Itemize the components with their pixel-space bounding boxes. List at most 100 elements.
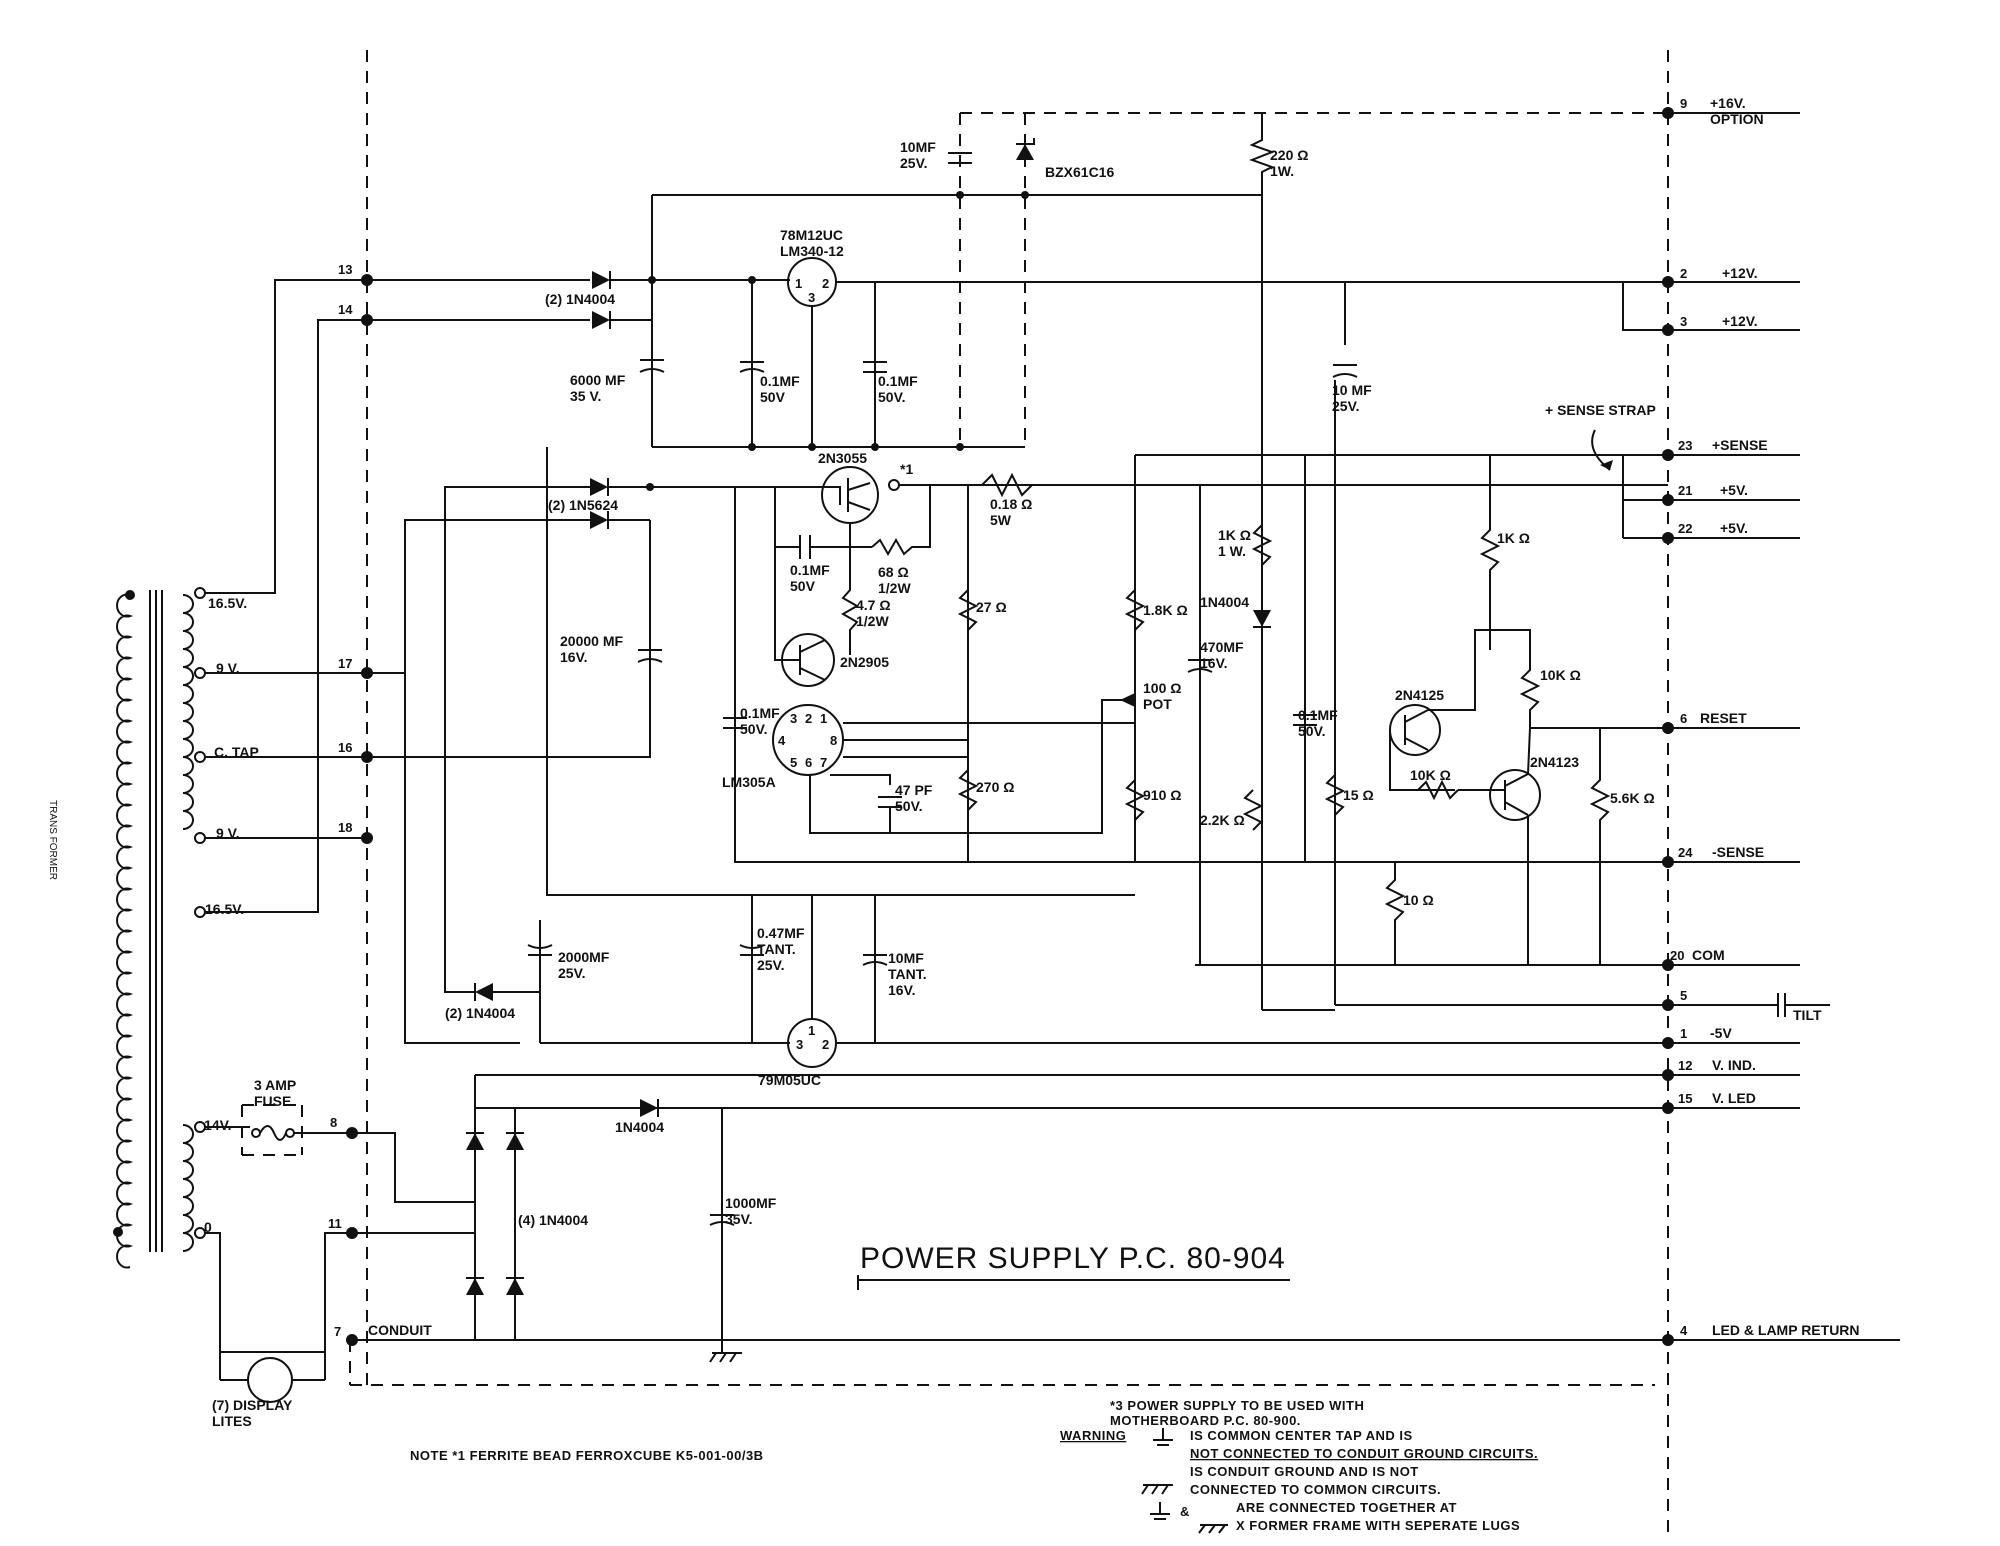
lm305-pin4: 4 [778, 733, 786, 748]
out-pin-12: 12 [1678, 1058, 1692, 1073]
out-label-15: V. LED [1712, 1090, 1756, 1106]
transformer: 16.5V. 9 V. C. TAP 9 V. 16.5V. 14V. 0 TR… [47, 587, 259, 1269]
out-pin-4: 4 [1680, 1323, 1688, 1338]
out-pin-9: 9 [1680, 96, 1687, 111]
warning-line-5: ARE CONNECTED TOGETHER AT [1236, 1500, 1457, 1515]
out-label-22: +5V. [1720, 520, 1748, 536]
label-2n4123: 2N4123 [1530, 754, 1579, 770]
fuse: 3 AMP FUSE [251, 1077, 367, 1141]
label-10kr-b: 10K Ω [1410, 767, 1451, 783]
conduit-label: CONDUIT [368, 1322, 432, 1338]
pin-18: 18 [338, 820, 352, 835]
lm305-pin3: 3 [790, 711, 797, 726]
reg5-pin1: 1 [808, 1023, 815, 1038]
out-pin-23: 23 [1678, 438, 1692, 453]
warning-line-6: X FORMER FRAME WITH SEPERATE LUGS [1236, 1518, 1520, 1533]
tap-label-5: 16.5V. [205, 901, 244, 917]
warning-line-1: IS COMMON CENTER TAP AND IS [1190, 1428, 1413, 1443]
common-ground-icon [1153, 1428, 1173, 1446]
out-label-24: -SENSE [1712, 844, 1764, 860]
q-2n4123 [1489, 769, 1541, 821]
out-label-4: LED & LAMP RETURN [1712, 1322, 1860, 1338]
label-2n3055: 2N3055 [818, 450, 867, 466]
conduit-ground-icon [709, 1340, 742, 1363]
out-pin-2: 2 [1680, 266, 1687, 281]
label-sense-strap: + SENSE STRAP [1545, 402, 1656, 418]
label-1n4004-single: 1N4004 [1200, 594, 1249, 610]
left-connector: 13 14 17 16 18 8 11 7 CONDUIT [328, 262, 432, 1346]
board-outline [241, 50, 1669, 1540]
label-2.2kr: 2.2K Ω [1200, 812, 1245, 828]
fuse-label: 3 AMP FUSE [254, 1077, 300, 1109]
out-pin-24: 24 [1678, 845, 1693, 860]
label-2x1n4004: (2) 1N4004 [545, 291, 615, 307]
out-pin-21: 21 [1678, 483, 1692, 498]
q-2n3055 [821, 466, 879, 524]
out-label-3: +12V. [1722, 313, 1758, 329]
label-4x1n4004: (4) 1N4004 [518, 1212, 588, 1228]
reg12-pin3: 3 [808, 290, 815, 305]
transformer-primary-coil [116, 593, 134, 1269]
pin-14: 14 [338, 302, 353, 317]
label-910r: 910 Ω [1143, 787, 1181, 803]
out-label-1: -5V [1710, 1025, 1732, 1041]
conduit-ground-note-icon [1141, 1484, 1173, 1495]
out-pin-5: 5 [1680, 988, 1687, 1003]
tap-label-14v: 14V. [204, 1117, 232, 1133]
pin-16: 16 [338, 740, 352, 755]
label-2n2905: 2N2905 [840, 654, 889, 670]
lm305-pin5: 5 [790, 755, 797, 770]
lm305-pin6: 6 [805, 755, 812, 770]
reg12-pin2: 2 [822, 276, 829, 291]
out-label-2: +12V. [1722, 265, 1758, 281]
label-1kr: 1K Ω [1497, 530, 1530, 546]
out-pin-6: 6 [1680, 711, 1687, 726]
reg12-pin1: 1 [795, 276, 802, 291]
lm305-pin8: 8 [830, 733, 837, 748]
output-connector: 9 +16V.OPTION 2 +12V. 3 +12V. 23 +SENSE … [1662, 95, 1900, 1346]
label-2n4125: 2N4125 [1395, 687, 1444, 703]
label-10kr-a: 10K Ω [1540, 667, 1581, 683]
label-2x1n5624: (2) 1N5624 [548, 497, 618, 513]
pin-11: 11 [328, 1216, 342, 1231]
out-label-6: RESET [1700, 710, 1747, 726]
label-15r: 15 Ω [1343, 787, 1374, 803]
label-1n4004-led: 1N4004 [615, 1119, 664, 1135]
lm305-pin2: 2 [805, 711, 812, 726]
label-270r: 270 Ω [976, 779, 1014, 795]
bead-mark: *1 [900, 461, 913, 477]
warning-label: WARNING [1060, 1428, 1126, 1443]
schematic-title: POWER SUPPLY P.C. 80-904 [860, 1242, 1286, 1275]
transformer-side-label: TRANS FORMER [47, 800, 58, 880]
reg5-pin2: 2 [822, 1037, 829, 1052]
reg5-pin3: 3 [796, 1037, 803, 1052]
label-27r: 27 Ω [976, 599, 1007, 615]
label-2x1n4004-neg: (2) 1N4004 [445, 1005, 515, 1021]
warning-line-4: CONNECTED TO COMMON CIRCUITS. [1190, 1482, 1441, 1497]
transformer-wiring [205, 279, 367, 1353]
